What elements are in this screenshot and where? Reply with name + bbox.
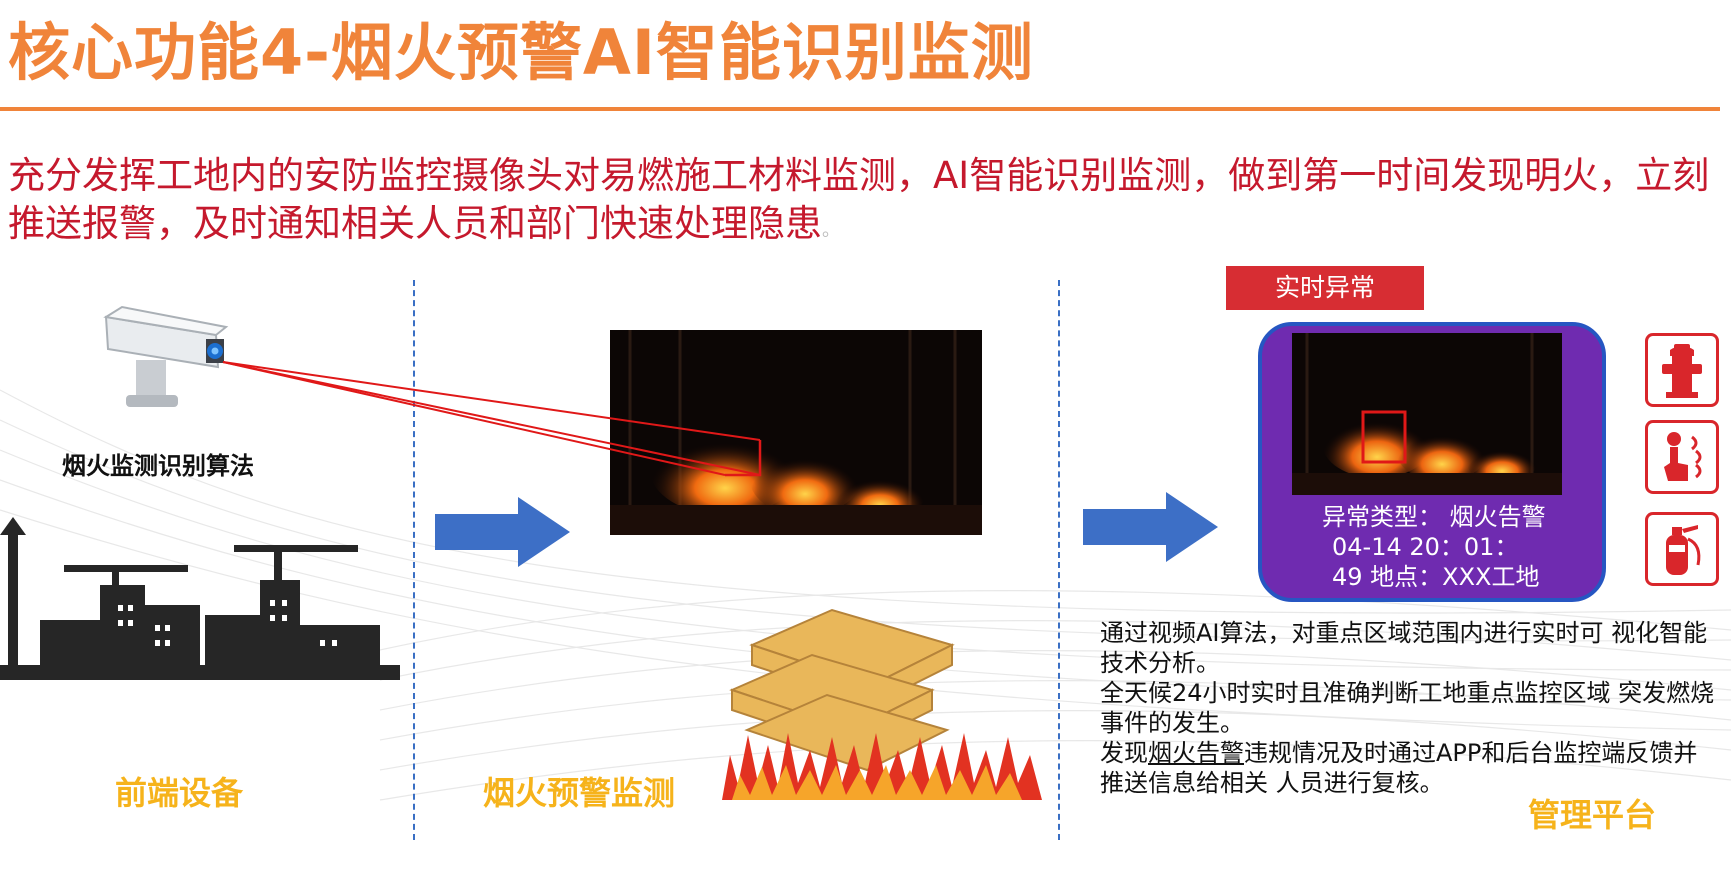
section-divider-1 xyxy=(413,280,415,840)
camera-icon xyxy=(103,305,229,407)
section-divider-2 xyxy=(1058,280,1060,840)
description-line-2: 全天候24小时实时且准确判断工地重点监控区域 突发燃烧事件的发生。 xyxy=(1100,679,1715,737)
description-line-3-post: 违规情况及时通过APP和后台监控端反馈并推送信息给相关 人员进行复核。 xyxy=(1100,739,1698,797)
description-line-3: 发现烟火告警违规情况及时通过APP和后台监控端反馈并推送信息给相关 人员进行复核… xyxy=(1100,738,1720,798)
description-line-3-pre: 发现 xyxy=(1100,739,1148,767)
algorithm-label: 烟火监测识别算法 xyxy=(62,452,254,480)
alert-snapshot-image xyxy=(1292,333,1562,495)
platform-label: 管理平台 xyxy=(1528,796,1657,834)
page-title: 核心功能4-烟火预警AI智能识别监测 xyxy=(8,16,1034,89)
intro-tail: 。 xyxy=(822,220,840,241)
alarm-button-icon xyxy=(1645,420,1719,494)
title-divider xyxy=(0,107,1720,111)
fire-hydrant-icon xyxy=(1645,333,1719,407)
arrow-right-icon xyxy=(1083,492,1218,562)
burning-wood-icon xyxy=(722,608,1042,800)
arrow-right-icon xyxy=(435,497,570,567)
alert-place-line: 49 地点：XXX工地 xyxy=(1332,563,1540,591)
description-highlight: 烟火告警 xyxy=(1148,739,1244,767)
front-end-label: 前端设备 xyxy=(115,774,244,812)
intro-text: 充分发挥工地内的安防监控摄像头对易燃施工材料监测，AI智能识别监测，做到第一时间… xyxy=(8,154,1710,245)
crane-skyline-icon xyxy=(0,517,400,680)
fire-extinguisher-icon xyxy=(1645,512,1719,586)
monitoring-label: 烟火预警监测 xyxy=(483,774,676,812)
realtime-alert-tag: 实时异常 xyxy=(1226,266,1424,310)
alert-time-line: 04-14 20：01： xyxy=(1332,533,1519,561)
description-line-1: 通过视频AI算法，对重点区域范围内进行实时可 视化智能技术分析。 xyxy=(1100,619,1708,677)
alert-details: 异常类型： 烟火告警 04-14 20：01： 49 地点：XXX工地 xyxy=(1322,502,1546,592)
fire-surveillance-image xyxy=(610,330,982,535)
intro-paragraph: 充分发挥工地内的安防监控摄像头对易燃施工材料监测，AI智能识别监测，做到第一时间… xyxy=(8,152,1723,255)
platform-description: 通过视频AI算法，对重点区域范围内进行实时可 视化智能技术分析。 全天候24小时… xyxy=(1100,618,1720,798)
alert-type-line: 异常类型： 烟火告警 xyxy=(1322,503,1546,531)
background-swoosh xyxy=(0,389,1731,801)
